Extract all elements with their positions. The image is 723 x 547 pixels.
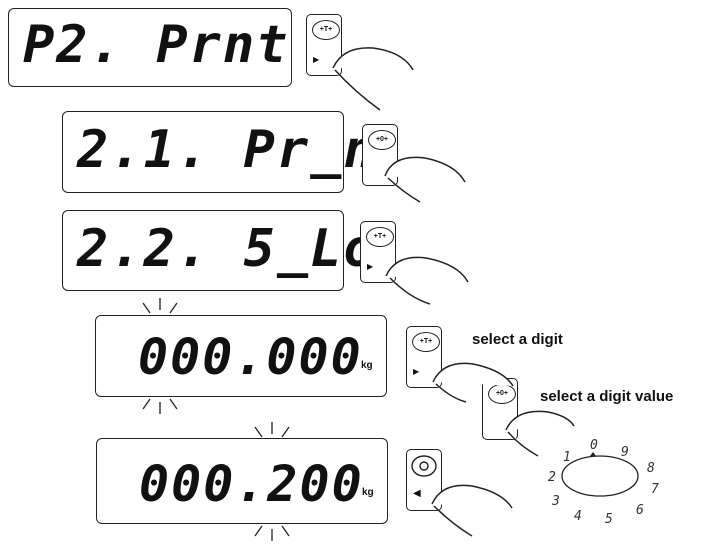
finger-icon (385, 256, 469, 305)
enter-button[interactable]: ◀ (406, 449, 442, 511)
finger-icon (332, 47, 414, 111)
dial-digit: 2 (548, 470, 556, 485)
dial-digit: 8 (647, 461, 655, 476)
dial-digit: 0 (590, 438, 598, 453)
zero-key-label: +0+ (488, 384, 516, 404)
display-pr-n: 2.1. Pr_n (62, 111, 375, 193)
dial-digit: 4 (574, 509, 582, 524)
display-value: 000.000 (138, 328, 363, 386)
display-value-000200: 000.200 kg (96, 438, 388, 524)
zero-key-label: +0+ (368, 130, 396, 150)
blink-rays-bottom-2 (254, 525, 290, 541)
tare-key-label: +T+ (412, 332, 440, 352)
display-value: 000.200 (139, 455, 364, 513)
zero-button[interactable]: +0+ (482, 378, 518, 440)
display-text: 2.2. 5_Lo (77, 219, 377, 279)
tare-key-label: +T+ (366, 227, 394, 247)
digit-dial-ellipse (561, 455, 639, 497)
tare-key-label: +T+ (312, 20, 340, 40)
display-text: 2.1. Pr_n (77, 120, 377, 180)
dial-digit: 5 (605, 512, 613, 527)
display-s-lo: 2.2. 5_Lo (62, 210, 375, 291)
unit-label: kg (362, 487, 374, 498)
arrow-left-icon: ◀ (413, 488, 421, 499)
unit-label: kg (361, 360, 373, 371)
tare-button[interactable]: +T+ ▶ (406, 326, 442, 388)
blink-rays-top-2 (254, 422, 290, 438)
tare-button[interactable]: +T+ ▶ (360, 221, 396, 283)
blink-rays-top (142, 298, 178, 314)
display-value-000000: 000.000 kg (95, 315, 387, 397)
arrow-right-icon: ▶ (413, 367, 420, 376)
dial-digit: 1 (563, 450, 571, 465)
dial-digit: 3 (552, 494, 560, 509)
dial-digit: 6 (636, 503, 644, 518)
target-circle-icon (411, 455, 437, 477)
display-text: P2. Prnt (23, 15, 290, 75)
tare-button[interactable]: +T+ ▶ (306, 14, 342, 76)
dial-digit: 9 (621, 445, 629, 460)
zero-button[interactable]: +0+ (362, 124, 398, 186)
finger-icon (431, 484, 513, 537)
arrow-right-icon: ▶ (313, 55, 320, 64)
display-p2-prnt: P2. Prnt (8, 8, 292, 87)
select-digit-value-caption: select a digit value (540, 388, 674, 405)
select-digit-caption: select a digit (472, 331, 563, 348)
dial-digit: 7 (651, 482, 659, 497)
blink-rays-bottom (142, 398, 178, 414)
arrow-right-icon: ▶ (367, 262, 374, 271)
